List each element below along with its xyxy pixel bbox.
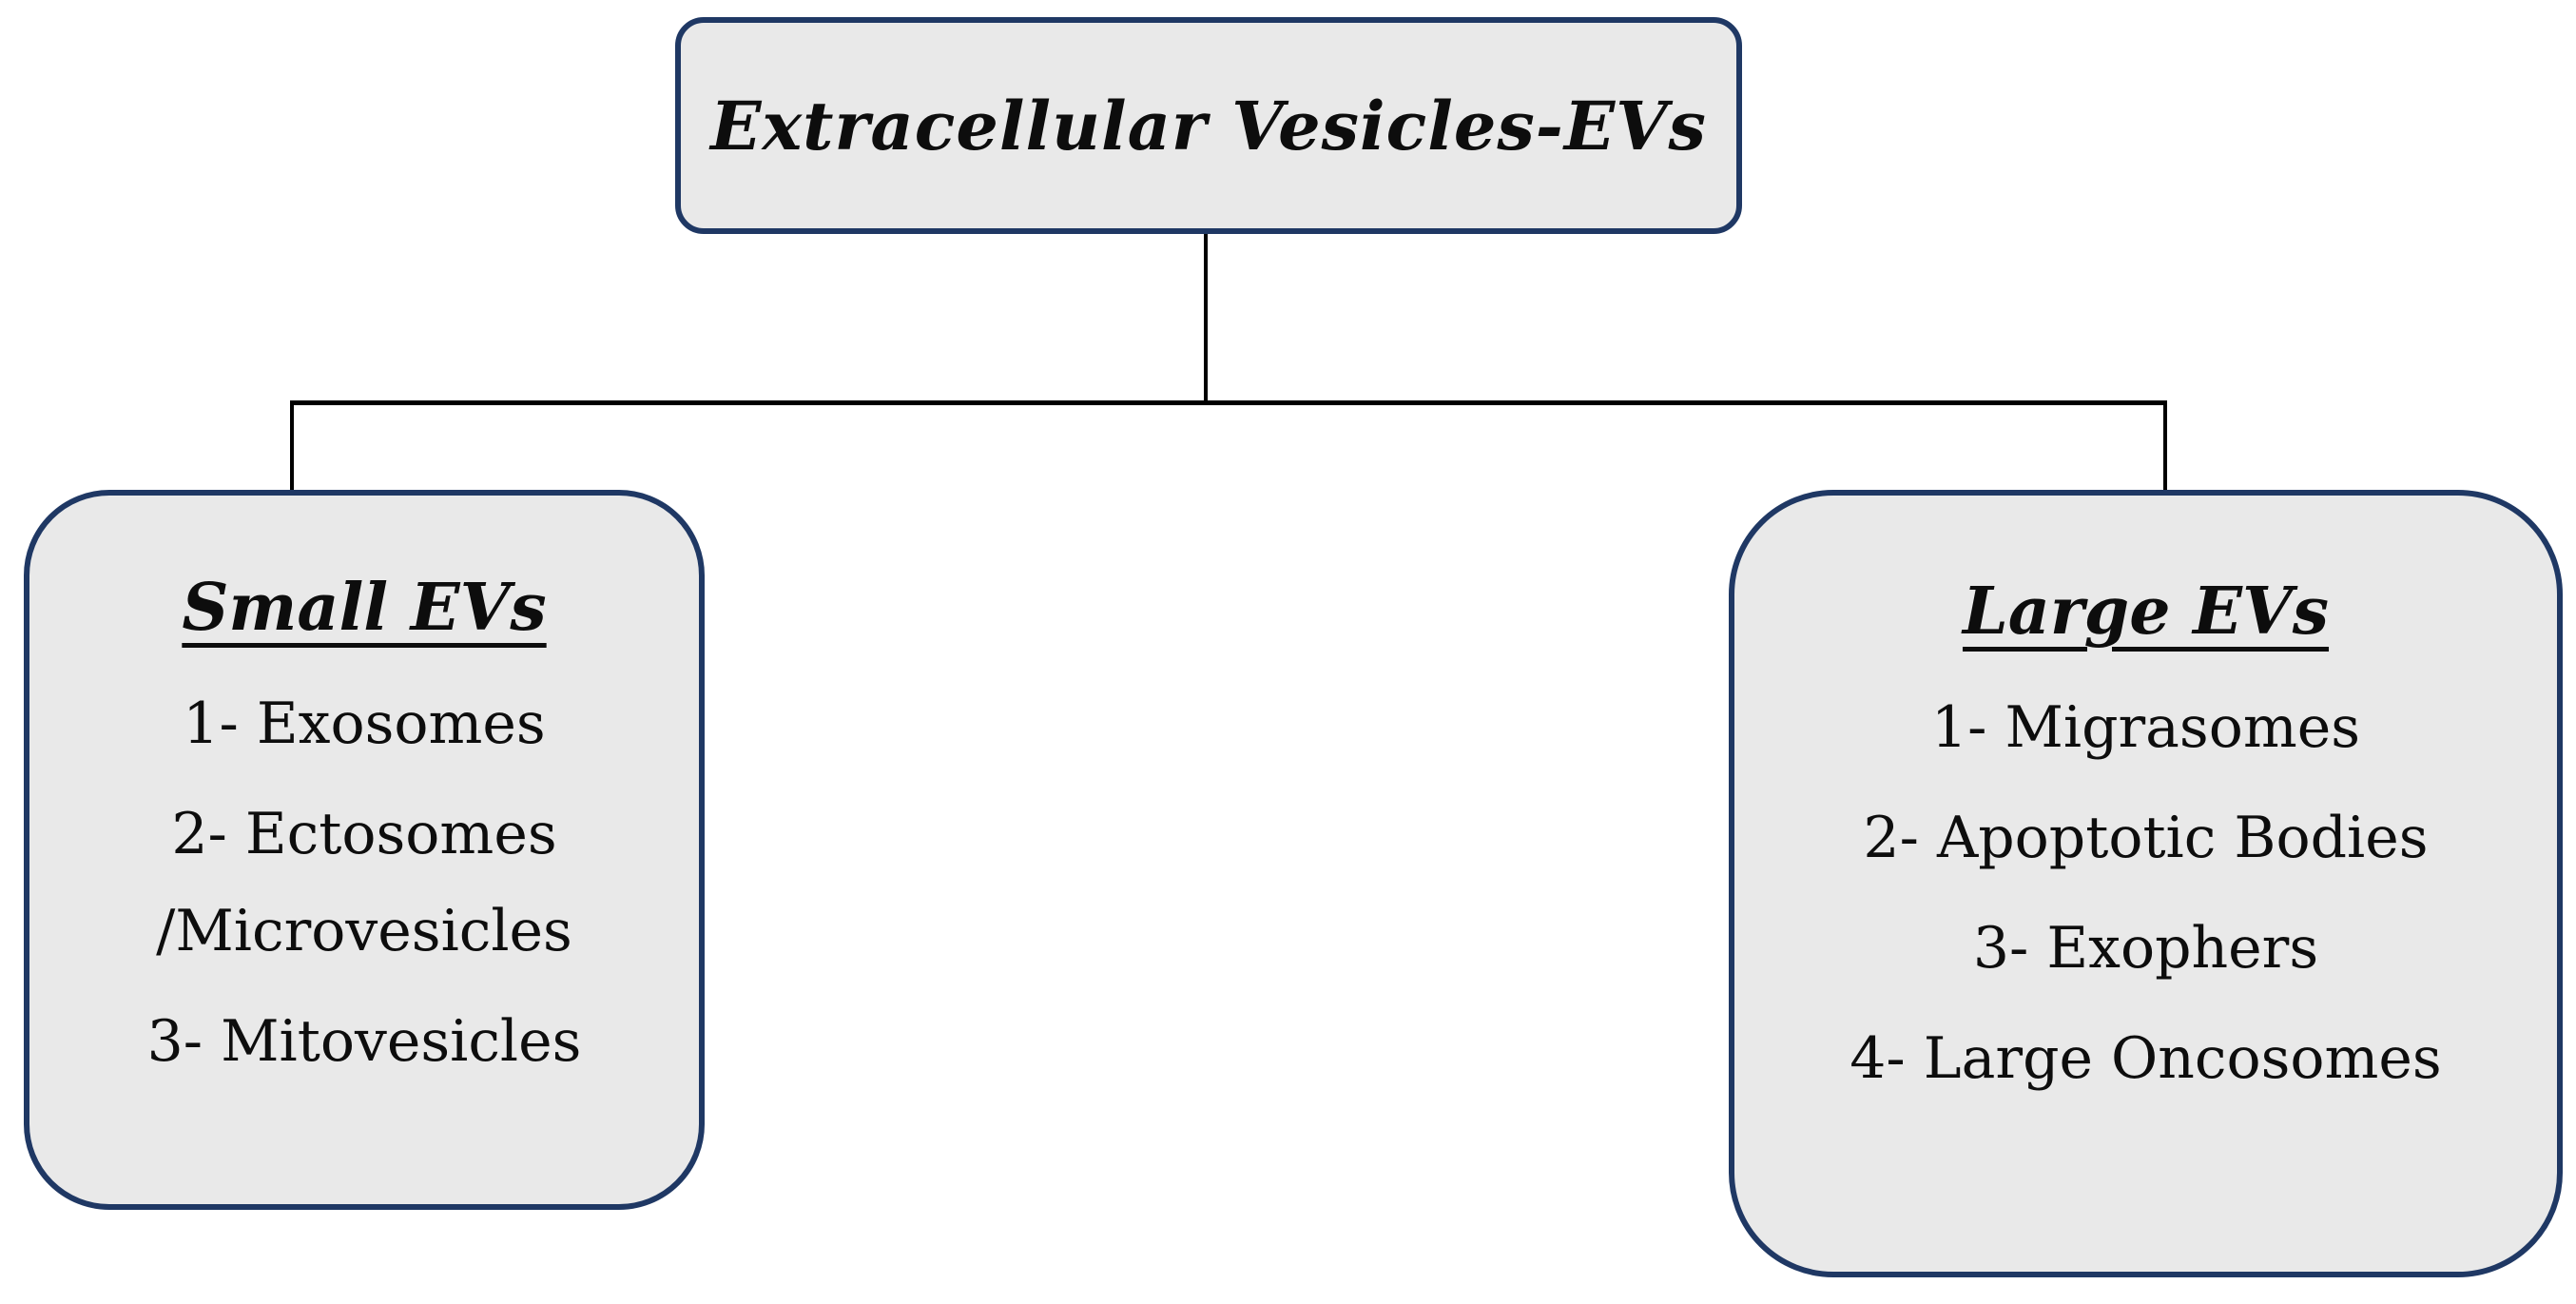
root-box-label: Extracellular Vesicles-EVs [710,86,1707,165]
connector-stem [1204,234,1208,404]
connector-crossbar [290,400,2167,405]
list-item: 1- Migrasomes [1930,694,2361,761]
root-box-extracellular-vesicles: Extracellular Vesicles-EVs [675,17,1742,234]
small-evs-list: 1- Exosomes 2- Ectosomes /Microvesicles … [147,690,582,1076]
list-item: 4- Large Oncosomes [1850,1025,2442,1092]
list-item: 3- Mitovesicles [146,1008,582,1075]
list-item: 2- Apoptotic Bodies [1863,805,2429,871]
list-item: 2- Ectosomes [171,801,557,867]
list-item: 1- Exosomes [183,691,546,757]
large-evs-list: 1- Migrasomes 2- Apoptotic Bodies 3- Exo… [1850,693,2441,1093]
list-item: /Microvesicles [156,898,572,964]
connector-drop-left [290,400,294,492]
branch-title-small-evs: Small EVs [182,570,547,646]
list-item: 3- Exophers [1972,915,2319,982]
branch-title-large-evs: Large EVs [1962,574,2330,650]
branch-box-large-evs: Large EVs 1- Migrasomes 2- Apoptotic Bod… [1729,490,2563,1277]
branch-box-small-evs: Small EVs 1- Exosomes 2- Ectosomes /Micr… [24,490,705,1210]
connector-drop-right [2163,400,2167,492]
